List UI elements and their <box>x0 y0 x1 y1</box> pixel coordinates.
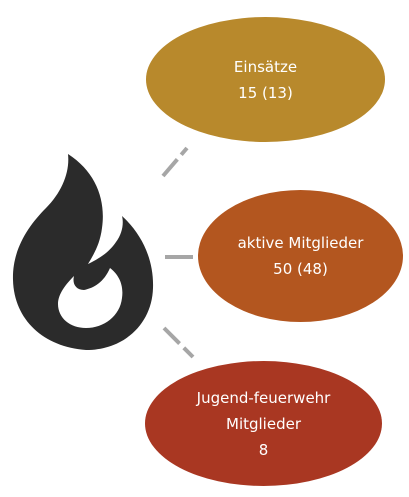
connector-3 <box>162 326 195 359</box>
node-3-value: 8 <box>258 440 269 459</box>
node-aktive-mitglieder: aktive Mitglieder 50 (48) <box>198 190 403 322</box>
node-2-title: aktive Mitglieder <box>237 234 364 252</box>
node-jugendfeuerwehr: Jugend-feuerwehr Mitglieder 8 <box>145 361 382 486</box>
node-2-value: 50 (48) <box>273 260 328 278</box>
flame-icon <box>12 154 154 350</box>
node-1-title: Einsätze <box>233 57 298 76</box>
node-1-value: 15 (13) <box>238 83 293 102</box>
node-3-subtitle: Mitglieder <box>226 414 301 433</box>
node-3-title: Jugend-feuerwehr <box>196 388 331 407</box>
connector-1 <box>161 146 189 178</box>
node-einsaetze: Einsätze 15 (13) <box>146 17 385 142</box>
